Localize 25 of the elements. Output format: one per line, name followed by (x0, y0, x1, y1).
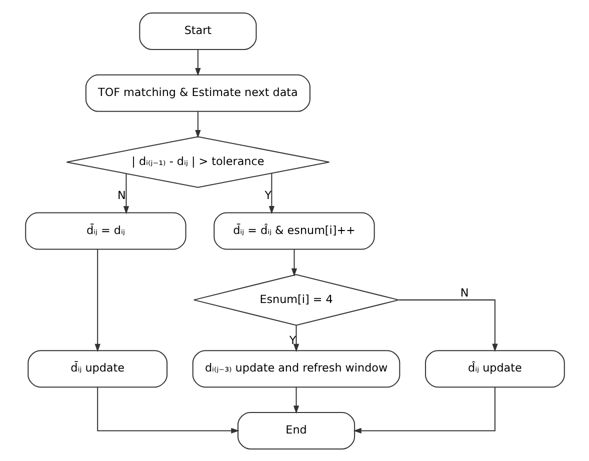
node-box: d̄ᵢⱼ = d̂ᵢⱼ & esnum[i]++ (213, 212, 374, 250)
node-box: End (236, 411, 355, 449)
arrow (94, 248, 100, 352)
arrow (268, 172, 274, 214)
node-box: d̄ᵢⱼ = dᵢⱼ (24, 212, 186, 250)
node-box: dᵢ₍ⱼ₋₃₎ update and refresh window (192, 350, 400, 388)
arrow (352, 386, 495, 434)
node-box: d̂ᵢⱼ update (424, 350, 564, 388)
arrow (290, 248, 297, 276)
edge-label: N (460, 286, 468, 300)
node-box: Start (138, 12, 256, 50)
arrow (96, 386, 239, 434)
arrow (292, 325, 299, 352)
edge-label: Y (264, 188, 272, 202)
edge-label: Y (288, 333, 296, 346)
node-box: d̄ᵢⱼ update (27, 350, 168, 388)
node-diamond: Esnum[i] = 4 (192, 274, 399, 326)
edge-label: N (116, 188, 126, 202)
node-box: TOF matching & Estimate next data (84, 74, 310, 112)
arrow (194, 49, 200, 76)
arrow (398, 298, 498, 352)
arrow (292, 386, 299, 414)
arrow (194, 111, 200, 138)
arrow (122, 173, 129, 214)
node-diamond: | dᵢ₍ⱼ₋₁₎ - dᵢⱼ | > tolerance (66, 136, 330, 188)
